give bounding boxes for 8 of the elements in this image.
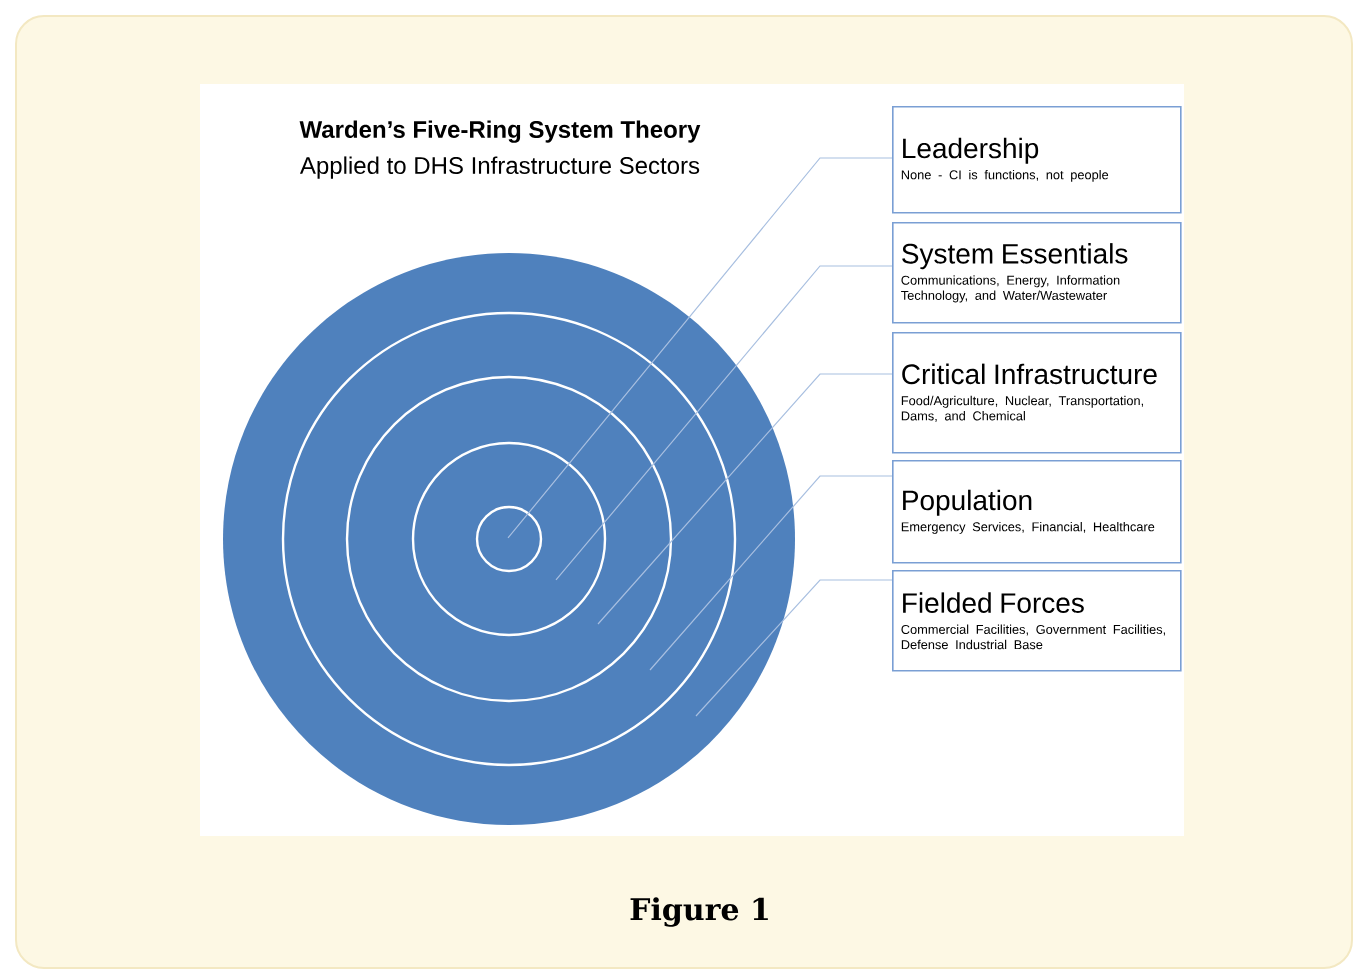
leader-line	[649, 475, 893, 671]
subtitle: Applied to DHS Infrastructure Sectors	[299, 156, 700, 179]
leader-line	[507, 157, 893, 539]
title: Warden’s Five-Ring System Theory	[299, 120, 701, 143]
leader-line	[597, 373, 893, 625]
leader-line	[555, 265, 893, 581]
leader-line	[695, 579, 893, 717]
caption: Figure 1	[630, 897, 768, 927]
